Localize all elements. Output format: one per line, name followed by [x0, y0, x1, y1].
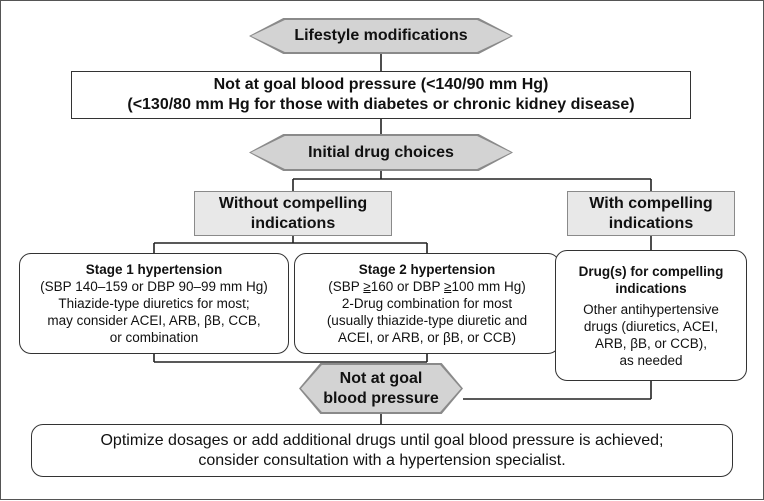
stage1-title: Stage 1 hypertension — [85, 262, 223, 277]
without-compelling-box: Without compelling indications — [194, 191, 392, 236]
stage2-range-mid: 160 or DBP — [370, 279, 445, 294]
goal-bp-threshold: Not at goal blood pressure (<140/90 mm H… — [213, 76, 549, 93]
lifestyle-modifications-node: Lifestyle modifications — [249, 18, 513, 54]
optimize-line2: consider consultation with a hypertensio… — [198, 451, 566, 469]
optimize-line1: Optimize dosages or add additional drugs… — [100, 431, 664, 449]
goal-bp-diabetes-ckd: (<130/80 mm Hg for those with diabetes o… — [127, 96, 635, 113]
stage1-range: (SBP 140–159 or DBP 90–99 mm Hg) — [40, 279, 268, 294]
without-compelling-line2: indications — [250, 214, 336, 232]
without-compelling-line1: Without compelling — [218, 194, 368, 212]
with-compelling-line1: With compelling — [589, 194, 713, 212]
compelling-drugs-box: Drug(s) for compelling indications Other… — [555, 250, 747, 381]
stage2-line1: 2-Drug combination for most — [341, 296, 513, 311]
not-at-goal-top-box: Not at goal blood pressure (<140/90 mm H… — [71, 71, 691, 119]
not-at-goal-bottom-line2: blood pressure — [323, 389, 439, 407]
initial-drug-choices-node: Initial drug choices — [249, 134, 513, 171]
compelling-drugs-title2: indications — [615, 280, 687, 296]
not-at-goal-bottom-node: Not at goal blood pressure — [299, 363, 463, 414]
initial-drug-choices-label: Initial drug choices — [308, 143, 454, 161]
stage1-line3: or combination — [109, 330, 199, 345]
stage2-range-prefix: (SBP — [328, 279, 364, 294]
stage2-range-suffix: 100 mm Hg) — [451, 279, 526, 294]
stage2-title: Stage 2 hypertension — [358, 262, 496, 277]
stage2-hypertension-box: Stage 2 hypertension (SBP ≥160 or DBP ≥1… — [294, 253, 560, 354]
stage2-line3: ACEI, or ARB, or βB, or CCB) — [337, 330, 517, 345]
stage2-line2: (usually thiazide-type diuretic and — [326, 313, 528, 328]
compelling-drugs-line2: drugs (diuretics, ACEI, — [583, 318, 719, 334]
stage1-line2: may consider ACEI, ARB, βB, CCB, — [47, 313, 261, 328]
compelling-drugs-line3: ARB, βB, or CCB), — [594, 335, 708, 351]
compelling-drugs-line4: as needed — [619, 352, 683, 368]
stage1-line1: Thiazide-type diuretics for most; — [58, 296, 250, 311]
with-compelling-line2: indications — [608, 214, 694, 232]
stage2-range: (SBP ≥160 or DBP ≥100 mm Hg) — [328, 278, 525, 295]
stage2-range-ge-sbp: ≥ — [363, 279, 371, 294]
stage1-hypertension-box: Stage 1 hypertension (SBP 140–159 or DBP… — [19, 253, 289, 354]
compelling-drugs-title1: Drug(s) for compelling — [578, 263, 724, 279]
not-at-goal-bottom-line1: Not at goal — [339, 369, 423, 387]
with-compelling-box: With compelling indications — [567, 191, 735, 236]
stage2-range-ge-dbp: ≥ — [444, 279, 452, 294]
compelling-drugs-line1: Other antihypertensive — [583, 301, 719, 317]
optimize-dosages-box: Optimize dosages or add additional drugs… — [31, 424, 733, 477]
lifestyle-modifications-label: Lifestyle modifications — [294, 27, 468, 44]
